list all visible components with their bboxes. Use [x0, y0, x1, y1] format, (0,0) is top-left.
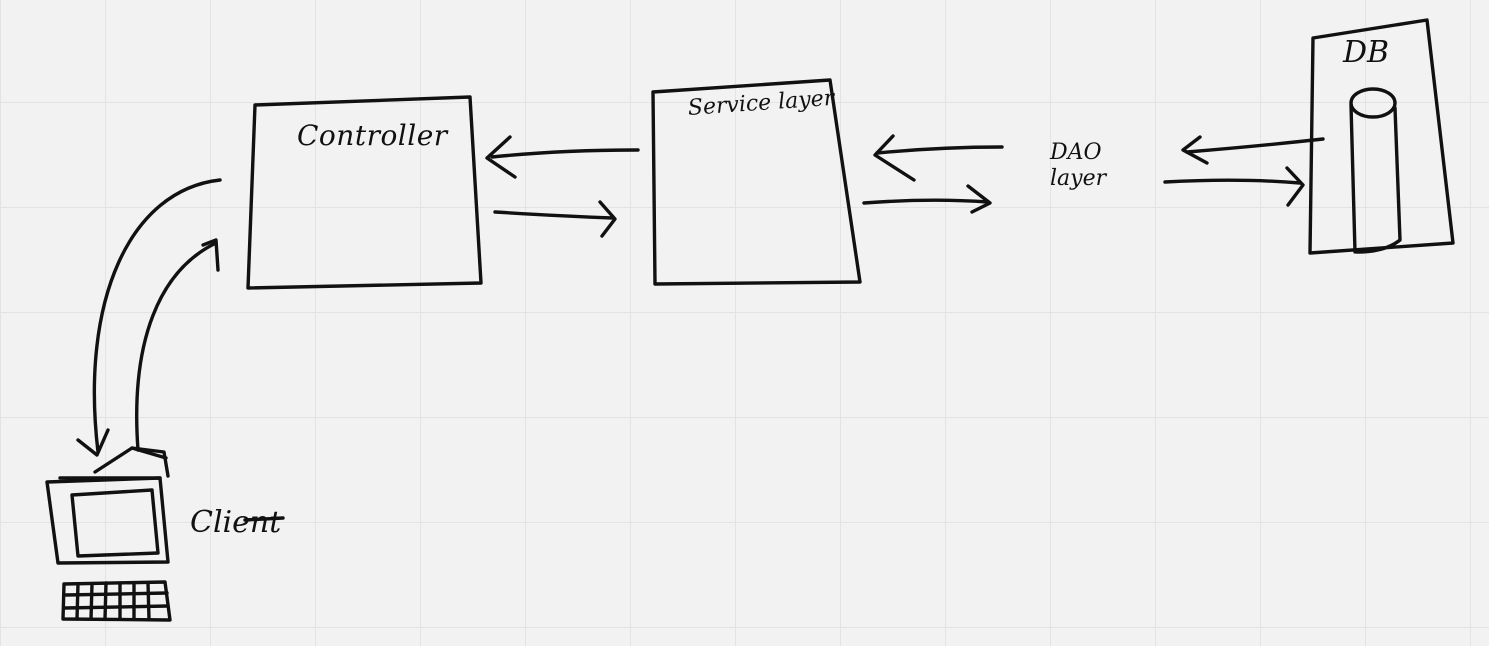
arrow-service-to-controller — [485, 135, 640, 179]
database-cylinder-icon — [1349, 87, 1402, 254]
arrow-dao-to-db — [1163, 166, 1305, 207]
dao-layer-label: DAO layer — [1050, 140, 1107, 192]
computer-icon — [45, 446, 172, 622]
arrow-client-to-controller — [135, 238, 220, 452]
service-box — [651, 78, 862, 286]
db-box — [1308, 18, 1455, 255]
controller-box — [246, 95, 483, 290]
arrow-db-to-dao — [1181, 135, 1325, 165]
arrow-dao-to-service — [873, 134, 1004, 182]
client-label: Client — [190, 505, 282, 540]
arrow-controller-to-client — [76, 178, 222, 457]
db-label: DB — [1343, 35, 1390, 70]
arrow-service-to-dao — [862, 184, 992, 214]
client-label-stroke — [243, 516, 285, 522]
controller-label: Controller — [297, 119, 448, 152]
arrow-controller-to-service — [493, 200, 617, 238]
